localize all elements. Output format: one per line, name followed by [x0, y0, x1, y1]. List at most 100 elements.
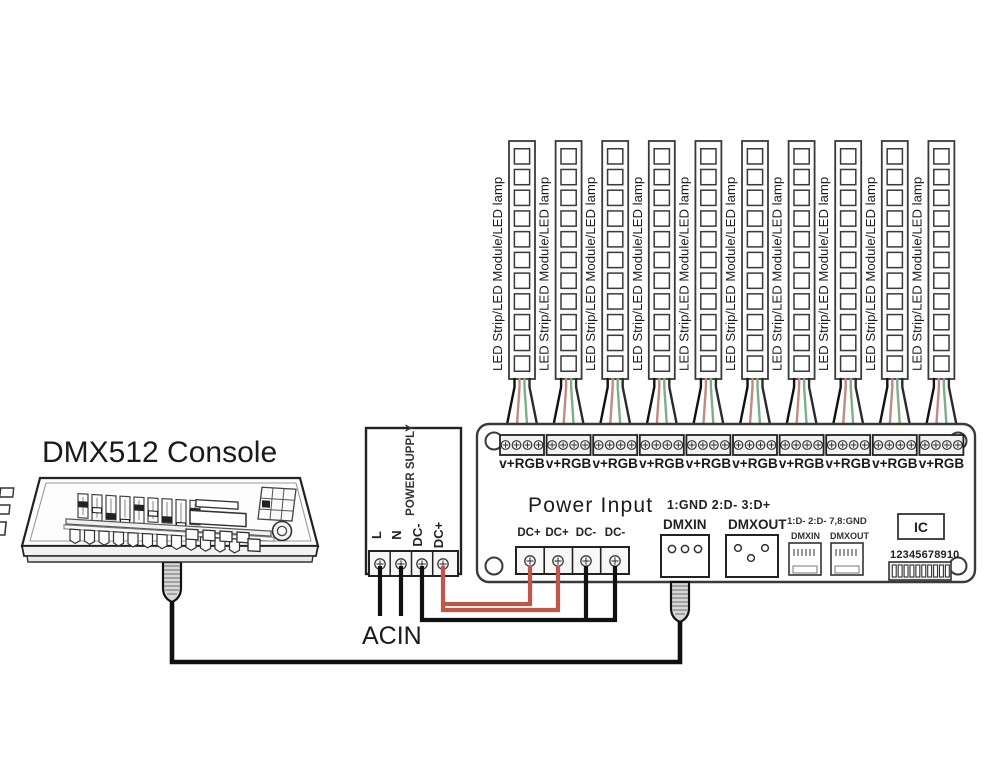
console-fader[interactable]: [105, 494, 117, 521]
console-flash-button[interactable]: [98, 530, 110, 546]
console-flash-button[interactable]: [141, 532, 154, 549]
flash-button-cap[interactable]: [112, 531, 125, 547]
mounting-hole: [484, 556, 504, 576]
console-inner-bevel: [29, 482, 312, 542]
console-button[interactable]: [236, 531, 250, 544]
console-flash-button[interactable]: [83, 529, 96, 546]
dip-switch-lever[interactable]: [933, 564, 939, 578]
console-fader[interactable]: [91, 493, 103, 522]
dmx-out-pin: [746, 553, 756, 563]
fader-knob[interactable]: [161, 516, 173, 523]
console-flash-button[interactable]: [170, 534, 183, 551]
dip-switch-lever[interactable]: [891, 564, 897, 578]
console-button[interactable]: [0, 521, 8, 536]
console-flash-button[interactable]: [156, 533, 168, 550]
dmx512-console[interactable]: DMX512 Console: [0, 436, 320, 563]
dip-switch-levers[interactable]: [891, 564, 950, 578]
console-fader[interactable]: [175, 498, 187, 529]
console-button[interactable]: [247, 537, 261, 553]
dip-switch-lever[interactable]: [903, 564, 909, 578]
console-button[interactable]: [0, 487, 15, 498]
output-terminal-block[interactable]: [499, 434, 545, 456]
led-cell: [606, 148, 624, 165]
console-button[interactable]: [0, 504, 11, 515]
fader-knob[interactable]: [147, 510, 159, 517]
dip-switch-lever[interactable]: [915, 564, 921, 578]
led-cell: [886, 210, 904, 227]
psu-terminal-label: DC-: [410, 523, 425, 546]
output-terminal-block[interactable]: [685, 434, 732, 456]
led-cell: [513, 355, 531, 373]
console-fader[interactable]: [133, 496, 145, 525]
led-cell: [653, 189, 671, 207]
dmx-in-jack[interactable]: [660, 534, 710, 578]
led-cell: [793, 334, 810, 352]
dip-switch-lever[interactable]: [897, 564, 903, 578]
led-cell: [746, 293, 764, 310]
output-terminal-block[interactable]: [778, 434, 825, 456]
output-terminal-block[interactable]: [732, 434, 778, 456]
dmx-out-pin: [760, 543, 770, 553]
output-terminal-block[interactable]: [592, 434, 639, 456]
console-fader[interactable]: [147, 497, 159, 524]
led-cell: [933, 334, 950, 352]
led-wire: [737, 377, 749, 434]
led-cell: [606, 210, 624, 227]
led-cell: [886, 168, 904, 186]
dmx-cable-run: [161, 560, 691, 665]
console-flash-button[interactable]: [127, 531, 139, 548]
dmx-plug-console[interactable]: [161, 560, 183, 604]
console-flash-button[interactable]: [112, 531, 125, 547]
console-keypad[interactable]: [257, 486, 297, 522]
flash-button-cap[interactable]: [127, 531, 139, 548]
flash-button-cap[interactable]: [69, 528, 81, 545]
fader-knob[interactable]: [91, 506, 103, 514]
led-wire: [761, 377, 773, 434]
led-cell: [560, 168, 577, 186]
led-cell: [653, 210, 671, 227]
console-fader[interactable]: [77, 492, 89, 519]
psu-outline: [364, 426, 463, 576]
fader-knob[interactable]: [105, 512, 117, 520]
led-wire: [877, 377, 889, 434]
led-cell: [560, 148, 577, 165]
output-channel-label: v+RGB: [919, 456, 965, 471]
led-wire: [901, 377, 913, 434]
flash-button-cap[interactable]: [83, 529, 96, 546]
console-flash-button[interactable]: [69, 528, 81, 545]
led-cell: [653, 230, 671, 248]
flash-button-cap[interactable]: [141, 532, 154, 549]
console-button[interactable]: [185, 528, 199, 541]
console-fader[interactable]: [161, 497, 173, 524]
dip-switch-lever[interactable]: [909, 564, 915, 578]
flash-button-cap[interactable]: [156, 533, 168, 550]
output-terminal-block[interactable]: [638, 434, 685, 456]
dip-switch-lever[interactable]: [927, 564, 933, 578]
flash-button-cap[interactable]: [98, 530, 110, 546]
dip-switch-lever[interactable]: [921, 564, 927, 578]
dip-switch-lever[interactable]: [944, 564, 950, 578]
console-button[interactable]: [219, 530, 233, 543]
dmx-plug-controller[interactable]: [669, 580, 691, 624]
output-terminal-block[interactable]: [871, 434, 918, 456]
led-cell: [933, 251, 950, 269]
output-terminal-block[interactable]: [825, 434, 872, 456]
led-cell: [933, 210, 950, 227]
led-cell: [839, 272, 857, 290]
flash-button-cap[interactable]: [170, 534, 183, 551]
console-button[interactable]: [202, 529, 216, 542]
console-fader[interactable]: [119, 495, 131, 526]
dip-switch-lever[interactable]: [938, 564, 944, 578]
console-flash-button-row[interactable]: [69, 528, 241, 554]
led-strip-label: LED Strip/LED Module/LED lamp: [537, 177, 552, 371]
led-cell: [746, 210, 764, 227]
console-key-active[interactable]: [262, 500, 270, 508]
fader-knob[interactable]: [77, 501, 89, 508]
output-terminal-block[interactable]: [918, 434, 965, 456]
screw-terminal-dc-plus-2: [552, 555, 564, 567]
output-terminal-block[interactable]: [545, 434, 592, 456]
dmx-cable: [169, 600, 683, 665]
fader-knob[interactable]: [133, 504, 145, 512]
led-cell: [560, 189, 577, 207]
